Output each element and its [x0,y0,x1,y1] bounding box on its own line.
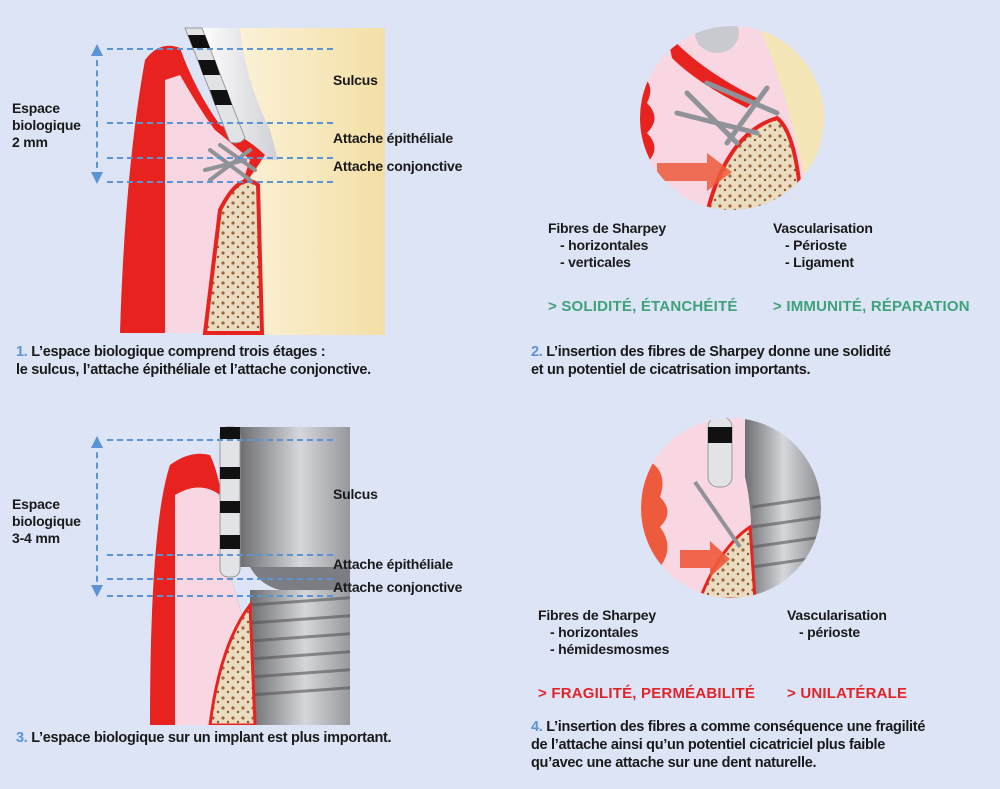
vascular-list: Vascularisation - Périoste - Ligament [773,220,873,271]
vascular-item: - Périoste [785,237,847,253]
vascular-title: Vascularisation [773,220,873,236]
level-line-top [107,439,333,441]
level-line-epithelial [107,578,333,580]
caption-line: L’insertion des fibres a comme conséquen… [546,719,926,735]
zone-label-sulcus: Sulcus [333,72,378,88]
bracket-label-line: Espace [12,496,60,512]
caption-line: qu’avec une attache sur une dent naturel… [531,755,817,771]
bracket-arrow [96,50,98,178]
caption-number: 4. [531,719,543,735]
caption-3: 3. L’espace biologique sur un implant es… [16,729,496,747]
sharpey-title: Fibres de Sharpey [538,607,656,623]
arrow-up-icon [91,436,103,448]
sharpey-item: - horizontales [550,624,639,640]
outcome-right: > IMMUNITÉ, RÉPARATION [773,298,970,315]
bracket-arrow [96,442,98,592]
periodontal-probe [184,27,246,144]
panel-1-illustration [120,27,385,335]
outcome-left: > FRAGILITÉ, PERMÉABILITÉ [538,685,756,702]
sharpey-list: Fibres de Sharpey - horizontales - hémid… [538,607,669,658]
level-line-connective [107,595,333,597]
bracket-label: Espace biologique 2 mm [12,100,81,151]
implant-abutment [240,427,350,567]
zone-label-connective: Attache conjonctive [333,158,463,174]
caption-number: 3. [16,730,28,746]
zone-label-epithelial: Attache épithéliale [333,130,453,146]
panel-2-zoom-circle [640,26,824,210]
sharpey-item: - horizontales [560,237,649,253]
bracket-label-line: biologique [12,117,81,133]
tooth-enamel [200,28,278,160]
outcome-right: > UNILATÉRALE [787,685,908,702]
panel-3-illustration [150,426,350,725]
bracket-label-line: biologique [12,513,81,529]
level-line-epithelial [107,157,333,159]
level-line-sulcus [107,554,333,556]
bone-crest [208,600,257,725]
gingiva-inner [165,75,250,333]
arrow-down-icon [91,585,103,597]
arrow-up-icon [91,44,103,56]
zone-label-epithelial: Attache épithéliale [333,556,453,572]
caption-line: L’insertion des fibres de Sharpey donne … [546,344,891,360]
caption-number: 1. [16,344,28,360]
level-line-connective [107,181,333,183]
zone-label-connective: Attache conjonctive [333,579,463,595]
vascular-item: - périoste [799,624,861,640]
panel-4-zoom-circle [641,418,821,598]
caption-line: de l’attache ainsi qu’un potentiel cicat… [531,737,886,753]
sharpey-title: Fibres de Sharpey [548,220,666,236]
caption-line: le sulcus, l’attache épithéliale et l’at… [16,362,371,378]
sharpey-item: - verticales [560,254,631,270]
level-line-sulcus [107,122,333,124]
caption-2: 2. L’insertion des fibres de Sharpey don… [531,343,991,379]
bracket-label-line: 3-4 mm [12,530,60,546]
vascular-list: Vascularisation - périoste [787,607,887,641]
caption-line: L’espace biologique sur un implant est p… [31,730,392,746]
arrow-down-icon [91,172,103,184]
bracket-label-line: Espace [12,100,60,116]
implant-threads [249,590,350,725]
periodontal-probe [219,426,241,578]
level-line-top [107,48,333,50]
caption-number: 2. [531,344,543,360]
caption-4: 4. L’insertion des fibres a comme conséq… [531,718,991,772]
outcome-left: > SOLIDITÉ, ÉTANCHÉITÉ [548,298,738,315]
zone-label-sulcus: Sulcus [333,486,378,502]
caption-line: L’espace biologique comprend trois étage… [31,344,326,360]
bracket-label-line: 2 mm [12,134,48,150]
vascular-title: Vascularisation [787,607,887,623]
vascular-item: - Ligament [785,254,854,270]
caption-line: et un potentiel de cicatrisation importa… [531,362,811,378]
sharpey-item: - hémidesmosmes [550,641,670,657]
caption-1: 1. L’espace biologique comprend trois ét… [16,343,496,379]
bracket-label: Espace biologique 3-4 mm [12,496,81,547]
sharpey-list: Fibres de Sharpey - horizontales - verti… [548,220,666,271]
